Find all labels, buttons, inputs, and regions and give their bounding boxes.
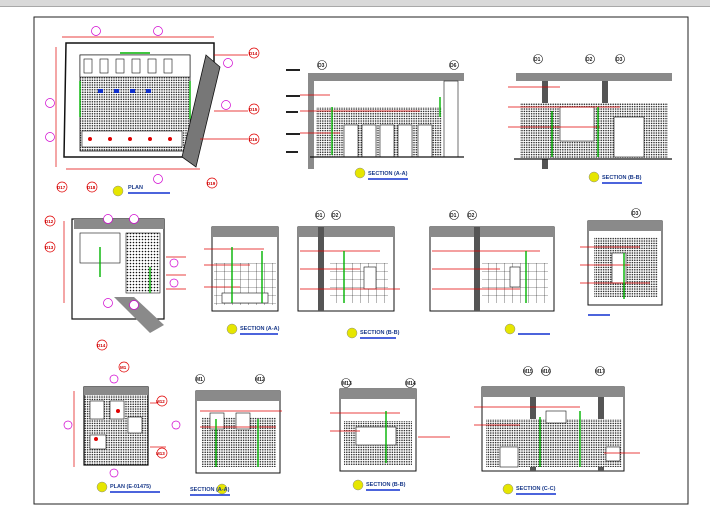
section-2-c-marker-0: D1: [450, 213, 457, 219]
section-1-b-title: SECTION (B-B): [602, 175, 642, 181]
plan-1-marker-4: D18: [87, 185, 96, 190]
section-1-a-title: SECTION (A-A): [368, 171, 408, 177]
section-3-c-marker-1: M16: [541, 369, 551, 375]
section-1-b-marker-0: D1: [534, 57, 541, 63]
section-2-b-title: SECTION (B-B): [360, 330, 400, 336]
section-2-d: D3: [580, 208, 663, 316]
section-3-c-marker-0: M15: [523, 369, 533, 375]
plan-3-title: PLAN (E-01475): [110, 484, 151, 490]
window-top-bar: [0, 0, 710, 7]
plan-2-marker-2: D14: [97, 343, 106, 348]
section-1-a-marker-0: D3: [318, 63, 325, 69]
section-3-a-marker-0: M1: [196, 377, 203, 383]
section-3-b-title: SECTION (B-B): [366, 482, 406, 488]
plan-3: M1 M12 M13 PLAN (E-01475): [63, 361, 181, 493]
section-3-a: M1 M12 SECTION (A-A): [190, 374, 282, 496]
section-1-b-marker-1: D2: [586, 57, 593, 63]
plan-2-marker-0: D12: [45, 219, 54, 224]
plan-3-marker-0: M1: [120, 365, 127, 370]
section-3-a-marker-1: M12: [255, 377, 265, 383]
plan-1-title: PLAN: [128, 185, 143, 191]
plan-1-marker-5: D19: [207, 181, 216, 186]
section-2-c-marker-1: D2: [468, 213, 475, 219]
section-1-a: D3 D6 SECTION (A-A): [286, 60, 464, 180]
cad-drawing-sheet: D14 D15 D16 D17 D18 D19 PLAN D3 D6 SECTI…: [33, 16, 689, 505]
plan-1-marker-0: D14: [249, 51, 258, 56]
section-3-c-marker-2: M17: [595, 369, 605, 375]
plan-1-marker-2: D16: [249, 137, 258, 142]
section-1-b: D1 D2 D3 SECTION (B-B): [508, 54, 672, 184]
section-3-c-title: SECTION (C-C): [516, 486, 556, 492]
section-3-b-marker-1: M14: [406, 381, 416, 387]
section-2-c: D1 D2: [429, 210, 555, 335]
section-3-b-marker-0: M13: [342, 381, 352, 387]
section-2-a: SECTION (A-A): [204, 226, 280, 335]
plan-3-marker-1: M12: [156, 399, 165, 404]
section-2-b-marker-1: D2: [332, 213, 339, 219]
plan-2-marker-1: D13: [45, 245, 54, 250]
plan-1-marker-3: D17: [57, 185, 66, 190]
section-2-a-title: SECTION (A-A): [240, 326, 280, 332]
sheet-border: [33, 16, 689, 505]
plan-1-marker-1: D15: [249, 107, 258, 112]
plan-3-marker-2: M13: [156, 451, 165, 456]
plan-1: D14 D15 D16 D17 D18 D19 PLAN: [45, 26, 260, 197]
section-2-b: D1 D2 SECTION (B-B): [297, 210, 400, 339]
plan-2: D12 D13 D14: [44, 214, 186, 351]
section-1-b-marker-2: D3: [616, 57, 623, 63]
section-1-a-marker-1: D6: [450, 63, 457, 69]
section-3-a-title: SECTION (A-A): [190, 487, 230, 493]
section-3-c: M15 M16 M17 SECTION (C-C): [474, 366, 640, 495]
section-2-d-marker-0: D3: [632, 211, 639, 217]
section-2-b-marker-0: D1: [316, 213, 323, 219]
section-3-b: M13 M14 SECTION (B-B): [330, 378, 450, 491]
